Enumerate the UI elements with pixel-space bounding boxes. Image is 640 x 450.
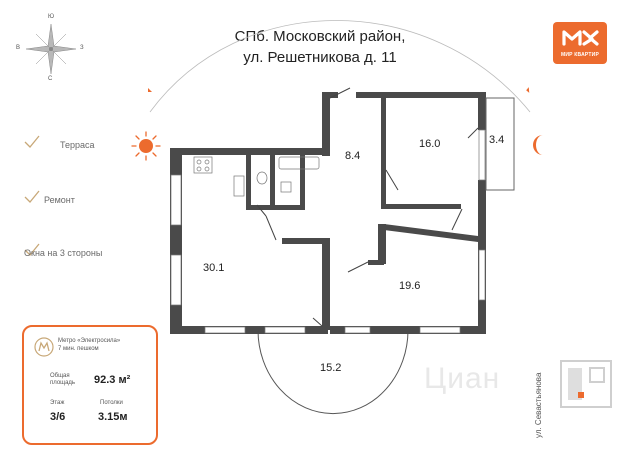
check-icon: [24, 243, 40, 256]
brand-logo: МИР КВАРТИР: [553, 22, 607, 64]
ceiling-label: Потолки: [100, 400, 123, 406]
sun-icon: [130, 130, 162, 162]
room-area-label: 8.4: [345, 150, 361, 162]
compass-north: Ю: [48, 14, 55, 20]
area-value: 92.3 м²: [94, 374, 131, 386]
windows: [170, 129, 486, 334]
ceiling-value: 3.15м: [98, 411, 128, 423]
walls: [170, 92, 486, 334]
balcony-outline: [485, 97, 515, 191]
metro-walk-time: 7 мин. пешком: [58, 346, 99, 352]
address-title: СПб. Московский район, ул. Решетникова д…: [200, 26, 440, 68]
logo-text: МИР КВАРТИР: [561, 52, 599, 58]
feature-label: Окна на 3 стороны: [24, 248, 103, 258]
area-label-1: Общая: [50, 373, 70, 379]
room-area-label: 16.0: [419, 138, 441, 150]
compass-icon: [25, 23, 77, 75]
room-area-label: 15.2: [320, 362, 342, 374]
watermark-text: Циан: [424, 362, 501, 395]
compass-rose: Ю З С В: [16, 14, 86, 84]
compass-east: З: [80, 45, 84, 51]
street-label: ул. Севастьянова: [534, 372, 543, 438]
address-line-2: ул. Решетникова д. 11: [243, 49, 397, 66]
logo-mark-icon: [562, 30, 599, 46]
floor-value: 3/6: [50, 411, 66, 423]
room-area-label: 19.6: [399, 280, 421, 292]
moon-icon: [531, 133, 549, 157]
feature-label: Ремонт: [44, 195, 75, 205]
room-area-label: 30.1: [203, 262, 225, 274]
check-icon: [24, 135, 40, 148]
address-line-1: СПб. Московский район,: [234, 28, 406, 45]
room-area-label: 3.4: [489, 134, 505, 146]
metro-station: Метро «Электросила»: [58, 338, 121, 344]
floor-label: Этаж: [50, 400, 65, 406]
metro-icon: [34, 337, 54, 357]
building-icon: [560, 360, 612, 408]
feature-label: Терраса: [60, 140, 95, 150]
apartment-info-card: Метро «Электросила» 7 мин. пешком Общая …: [22, 325, 158, 445]
terrace-outline: [257, 329, 409, 414]
compass-west: В: [16, 45, 21, 51]
fixtures: [193, 156, 320, 197]
door-lines: [256, 87, 479, 327]
compass-south: С: [48, 76, 53, 82]
area-label-2: площадь: [50, 380, 76, 386]
check-icon: [24, 190, 40, 203]
